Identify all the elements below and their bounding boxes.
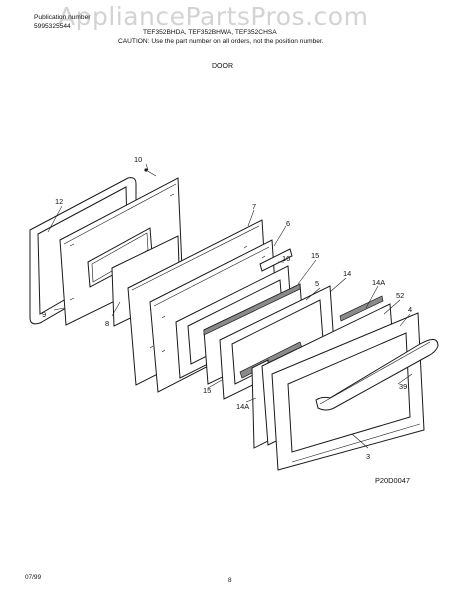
callout-6: 6 [286, 219, 290, 228]
callout-5: 5 [315, 279, 319, 288]
callout-52: 52 [396, 291, 404, 300]
callout-14: 14 [343, 269, 351, 278]
part-door-handle [315, 339, 439, 411]
callout-4: 4 [408, 305, 412, 314]
callout-9: 9 [42, 310, 46, 319]
callout-39: 39 [399, 382, 407, 391]
watermark: AppliancePartsPros.com [58, 2, 369, 31]
leader-lines [47, 163, 413, 449]
callout-8: 8 [105, 319, 109, 328]
section-title: DOOR [212, 63, 233, 70]
callout-3: 3 [366, 452, 370, 461]
footer-date: 07/99 [25, 574, 41, 581]
callout-16: 16 [282, 254, 290, 263]
callout-15: 15 [311, 251, 319, 260]
callout-10: 10 [134, 155, 142, 164]
publication-number: 5995325544 [34, 23, 71, 30]
callout-14a: 14A [372, 278, 385, 287]
publication-label: Publication number [34, 14, 91, 21]
part-hinge-bracket [259, 248, 293, 272]
page-number: 8 [228, 577, 232, 584]
caution-note: CAUTION: Use the part number on all orde… [118, 38, 324, 45]
model-numbers: TEF352BHDA, TEF352BHWA, TEF352CHSA [143, 29, 277, 36]
callout-15-lower: 15 [203, 386, 211, 395]
diagram-code: P20D0047 [375, 476, 410, 485]
callout-14a-lower: 14A [236, 402, 249, 411]
part-screw [144, 168, 157, 177]
callout-7: 7 [252, 202, 256, 211]
callout-12: 12 [55, 197, 63, 206]
callout-labels: 10 12 9 8 7 6 16 15 14 5 14A 52 4 39 15 … [42, 155, 412, 461]
